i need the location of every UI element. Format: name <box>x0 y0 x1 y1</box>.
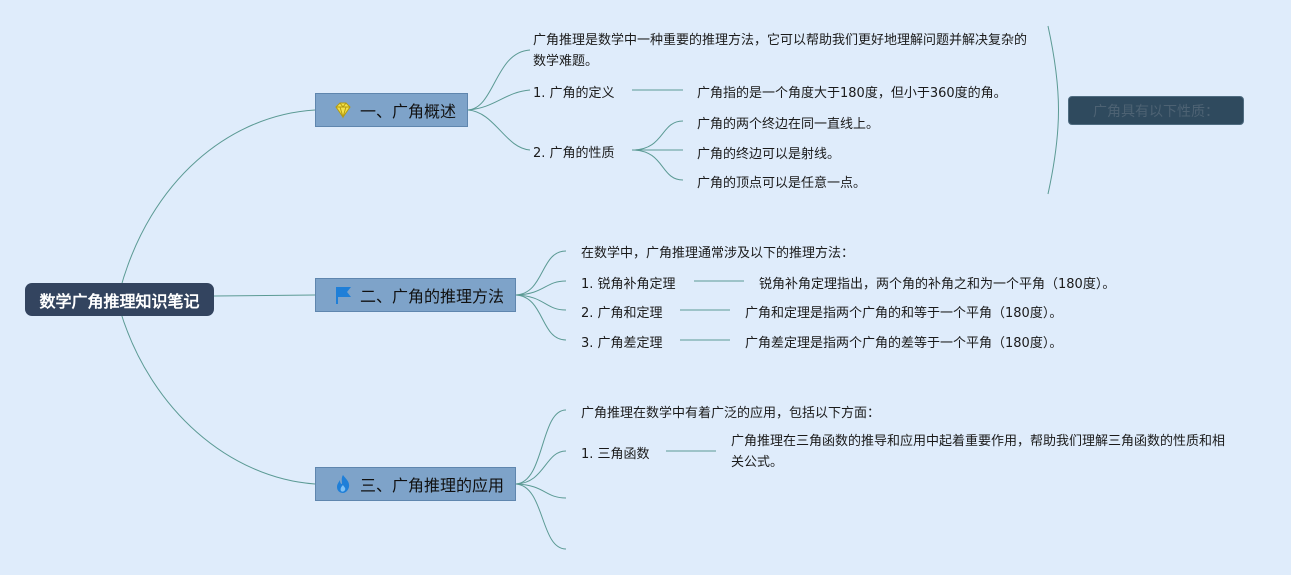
property-detail-2: 广角的终边可以是射线。 <box>697 147 841 162</box>
diamond-icon <box>332 99 354 121</box>
summary-node[interactable]: 广角具有以下性质： <box>1068 96 1244 125</box>
branch-applications-label: 三、广角推理的应用 <box>360 476 505 495</box>
summary-brace <box>1047 25 1059 195</box>
overview-intro: 广角推理是数学中一种重要的推理方法，它可以帮助我们更好地理解问题并解决复杂的数学… <box>533 33 1028 69</box>
trig-functions-detail: 广角推理在三角函数的推导和应用中起着重要作用，帮助我们理解三角函数的性质和相关公… <box>731 434 1226 470</box>
item-diff-theorem[interactable]: 3. 广角差定理 <box>581 336 663 351</box>
connector-root-b3 <box>119 309 316 485</box>
definition-detail: 广角指的是一个角度大于180度，但小于360度的角。 <box>697 86 1007 101</box>
item-properties[interactable]: 2. 广角的性质 <box>533 146 615 161</box>
flag-icon <box>332 284 354 306</box>
connector-root-b1 <box>119 109 316 291</box>
item-definition[interactable]: 1. 广角的定义 <box>533 86 615 101</box>
branch-methods-label: 二、广角的推理方法 <box>360 287 505 306</box>
methods-intro: 在数学中，广角推理通常涉及以下的推理方法： <box>581 246 855 261</box>
flame-icon <box>332 473 354 495</box>
connector-root-b2 <box>213 294 316 297</box>
acute-supplement-detail: 锐角补角定理指出，两个角的补角之和为一个平角（180度）。 <box>759 277 1116 292</box>
diff-theorem-detail: 广角差定理是指两个广角的差等于一个平角（180度）。 <box>745 336 1063 351</box>
root-label: 数学广角推理知识笔记 <box>39 291 200 311</box>
root-topic[interactable]: 数学广角推理知识笔记 <box>25 283 214 316</box>
property-detail-1: 广角的两个终边在同一直线上。 <box>697 117 880 132</box>
branch-overview[interactable]: 一、广角概述 <box>315 93 468 127</box>
summary-label: 广角具有以下性质： <box>1093 103 1219 120</box>
branch-overview-label: 一、广角概述 <box>360 102 457 121</box>
applications-intro: 广角推理在数学中有着广泛的应用，包括以下方面： <box>581 406 881 421</box>
item-acute-supplement[interactable]: 1. 锐角补角定理 <box>581 277 676 292</box>
branch-applications[interactable]: 三、广角推理的应用 <box>315 467 516 501</box>
item-trig-functions[interactable]: 1. 三角函数 <box>581 447 650 462</box>
property-detail-3: 广角的顶点可以是任意一点。 <box>697 176 867 191</box>
branch-methods[interactable]: 二、广角的推理方法 <box>315 278 516 312</box>
item-sum-theorem[interactable]: 2. 广角和定理 <box>581 306 663 321</box>
sum-theorem-detail: 广角和定理是指两个广角的和等于一个平角（180度）。 <box>745 306 1063 321</box>
